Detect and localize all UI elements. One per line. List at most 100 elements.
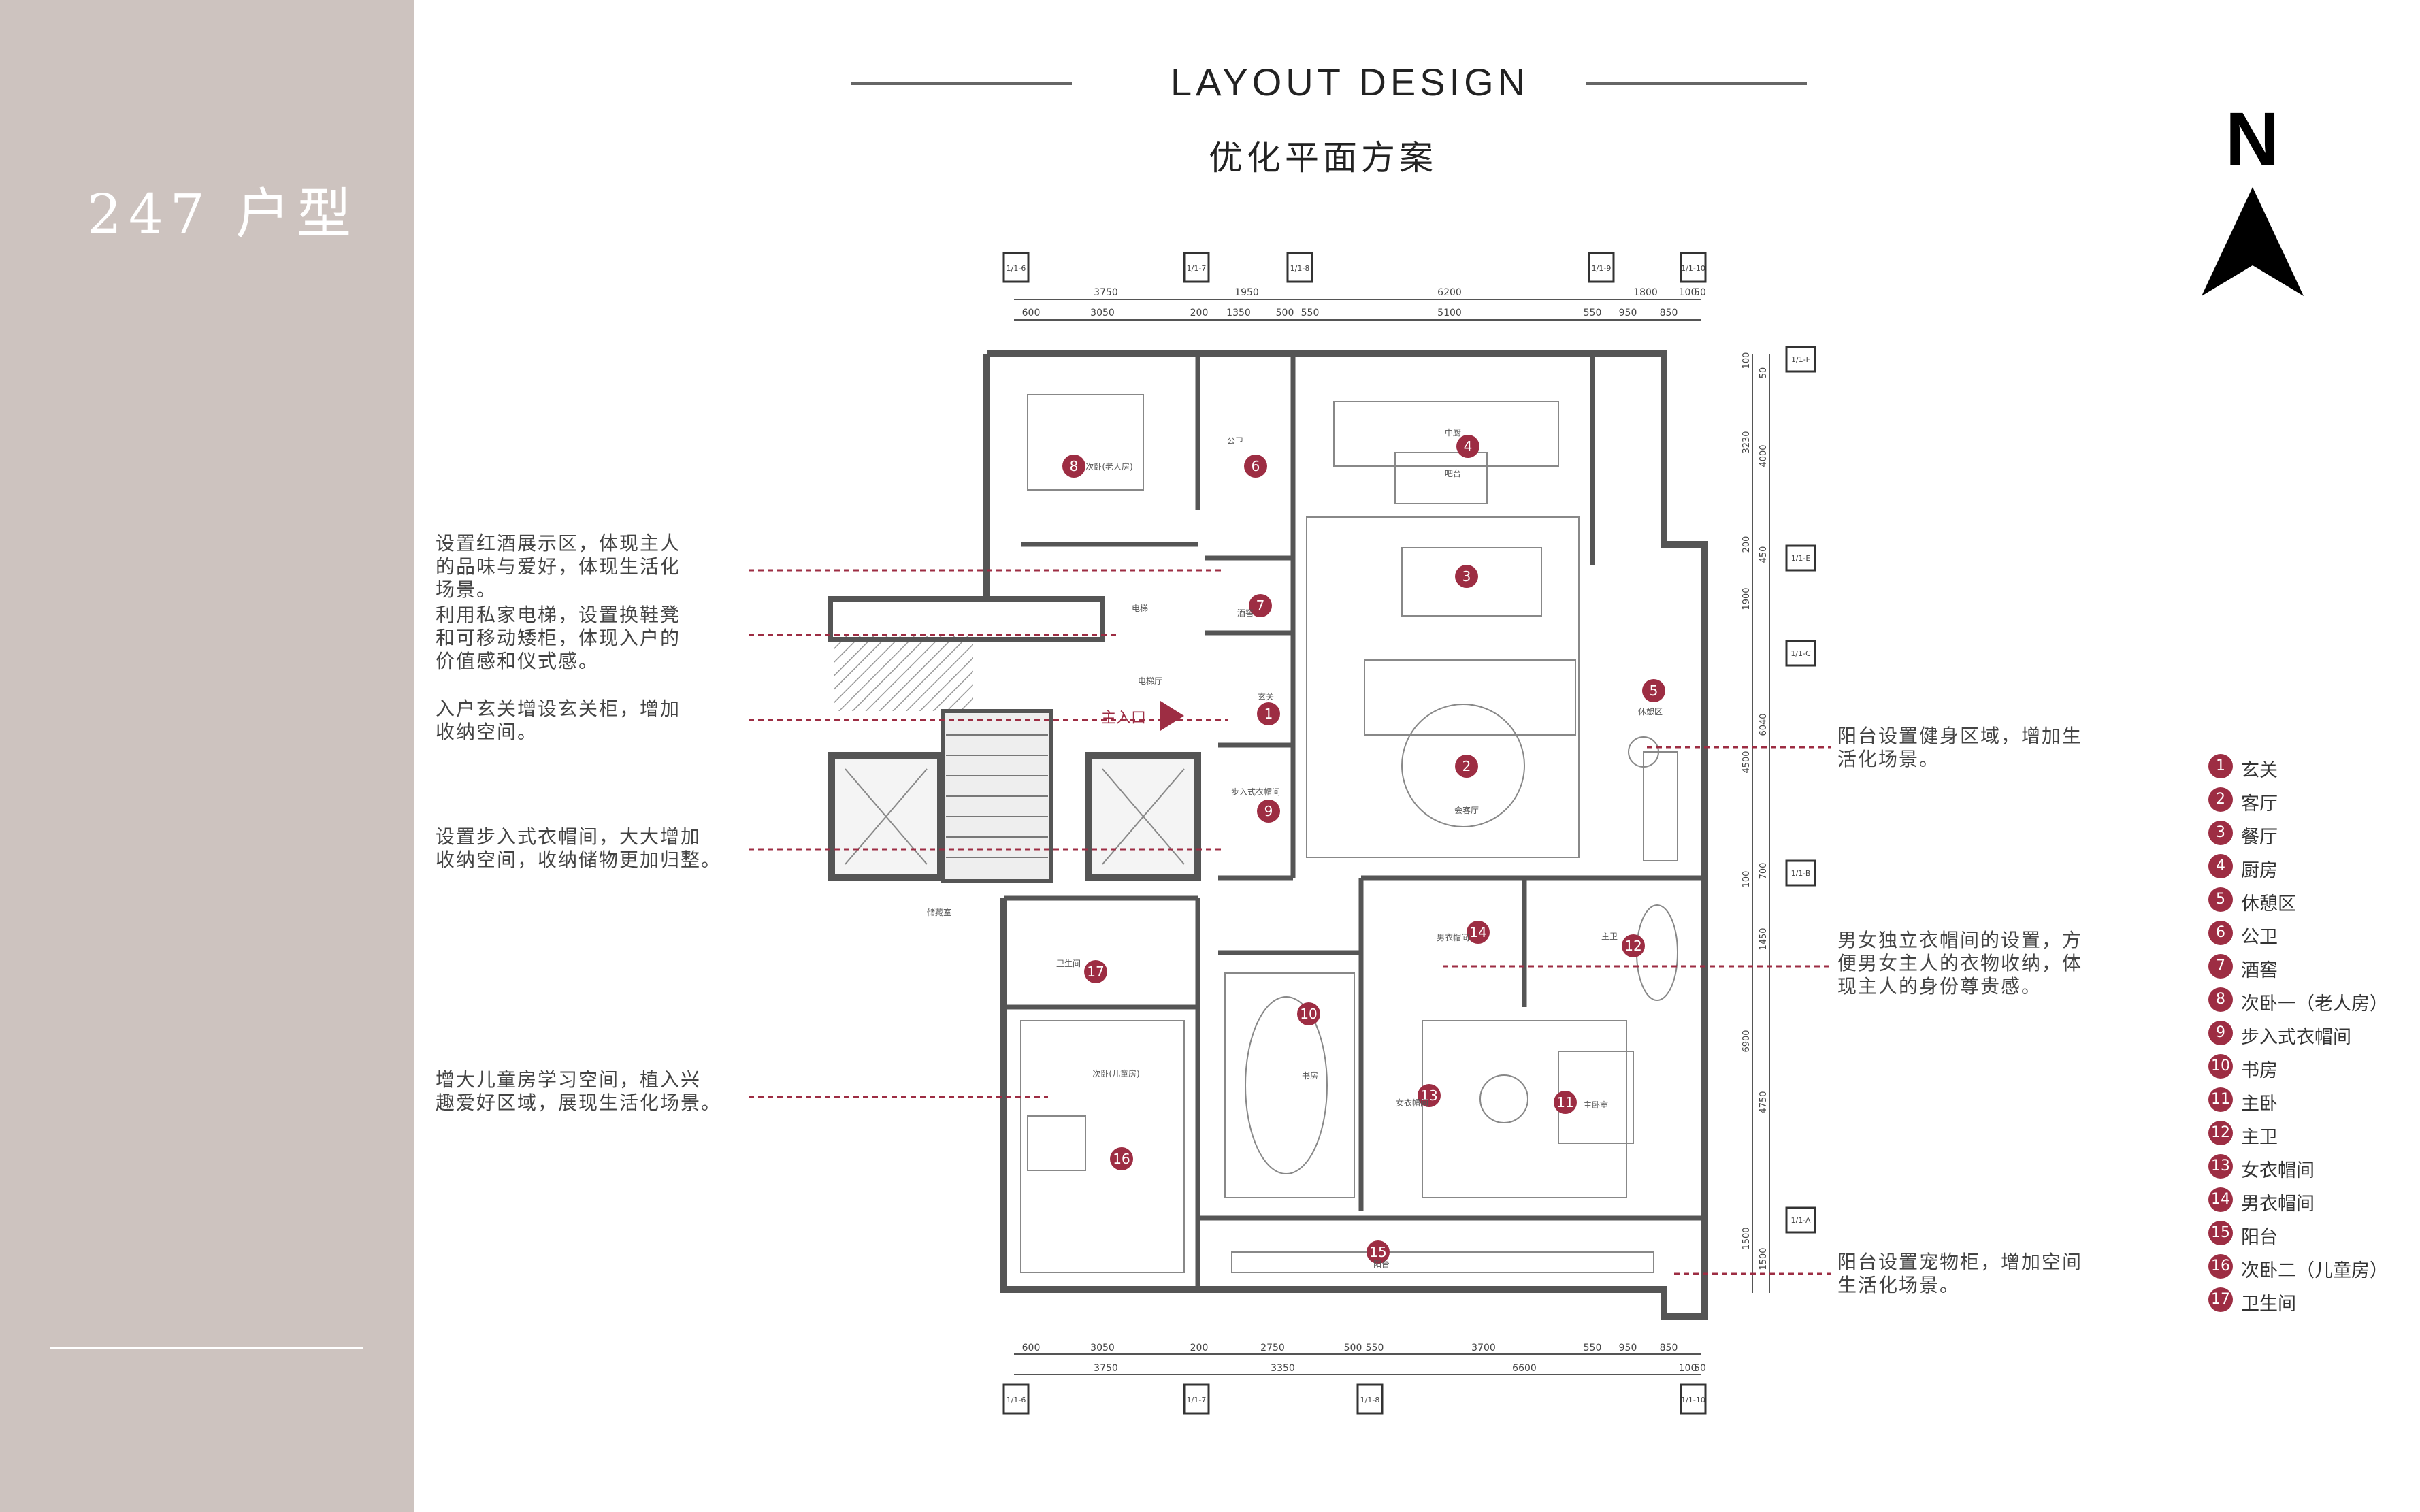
legend-label: 次卧一（老人房） bbox=[2241, 993, 2388, 1015]
svg-text:7: 7 bbox=[1256, 597, 1265, 614]
dimension-label: 4500 bbox=[1742, 751, 1752, 773]
legend-label: 客厅 bbox=[2241, 793, 2278, 815]
page-title: LAYOUT DESIGN bbox=[1171, 61, 1530, 103]
legend-number: 8 bbox=[2208, 987, 2233, 1012]
axis-label: 1/1-C bbox=[1791, 649, 1811, 658]
note-walkin-closet: 设置步入式衣帽间，大大增加 收纳空间，收纳储物更加归整。 bbox=[436, 825, 722, 871]
elevator-lobby-wall bbox=[828, 596, 1105, 642]
dimension-label: 200 bbox=[1190, 1343, 1209, 1353]
svg-text:女衣帽间: 女衣帽间 bbox=[1396, 1098, 1428, 1108]
legend-number: 17 bbox=[2208, 1287, 2233, 1312]
sidebar-panel: 247 户型 bbox=[0, 0, 414, 1512]
svg-text:主卧室: 主卧室 bbox=[1584, 1100, 1608, 1110]
svg-text:次卧(儿童房): 次卧(儿童房) bbox=[1092, 1068, 1139, 1079]
sidebar-divider bbox=[50, 1347, 363, 1349]
axis-label: 1/1-A bbox=[1791, 1216, 1811, 1225]
dimension-label: 550 bbox=[1584, 1343, 1602, 1353]
header-rule-left bbox=[851, 82, 1072, 85]
legend-label: 阳台 bbox=[2241, 1227, 2278, 1248]
dimension-label: 850 bbox=[1660, 308, 1678, 318]
entry-label: 主入口 bbox=[1101, 710, 1146, 727]
room-markers: 1 2 3 4 5 6 7 8 9 10 11 12 13 14 15 16 1… bbox=[1062, 435, 1665, 1264]
dimension-label: 100 bbox=[1742, 352, 1752, 369]
legend-label: 男衣帽间 bbox=[2241, 1194, 2315, 1215]
dimension-lines-top bbox=[1014, 299, 1701, 321]
dimension-label: 200 bbox=[1742, 536, 1752, 553]
note-private-elevator: 利用私家电梯，设置换鞋凳 和可移动矮柜，体现入户的 价值感和仪式感。 bbox=[436, 604, 681, 672]
legend-label: 卫生间 bbox=[2241, 1294, 2296, 1315]
room-marker-3: 3 bbox=[1455, 565, 1478, 588]
legend-number: 10 bbox=[2208, 1054, 2233, 1079]
room-marker-1: 1 bbox=[1257, 702, 1280, 725]
dimension-label: 100 bbox=[1679, 1363, 1697, 1374]
room-marker-8: 8 bbox=[1062, 455, 1085, 478]
legend-label: 酒窖 bbox=[2241, 960, 2278, 981]
note-kids-room: 增大儿童房学习空间，植入兴 趣爱好区域，展现生活化场景。 bbox=[436, 1068, 722, 1114]
svg-text:阳台: 阳台 bbox=[1373, 1259, 1390, 1269]
svg-text:中厨: 中厨 bbox=[1445, 427, 1461, 438]
legend-label: 餐厅 bbox=[2241, 827, 2278, 848]
note-wine-display: 设置红酒展示区，体现主人 的品味与爱好，体现生活化 场景。 bbox=[436, 532, 681, 601]
dimension-lines-bottom bbox=[1014, 1353, 1701, 1375]
north-arrow-icon bbox=[2202, 187, 2304, 296]
legend-number: 13 bbox=[2208, 1154, 2233, 1179]
header-rule-right bbox=[1586, 82, 1807, 85]
exterior-walls bbox=[983, 350, 1708, 1320]
dimension-label: 550 bbox=[1301, 308, 1320, 318]
furniture bbox=[1020, 394, 1678, 1273]
stair-treads bbox=[946, 734, 1048, 858]
room-marker-14: 14 bbox=[1467, 921, 1490, 944]
legend-number: 5 bbox=[2208, 887, 2233, 912]
svg-text:15: 15 bbox=[1369, 1244, 1386, 1260]
legend-label: 主卧 bbox=[2241, 1094, 2278, 1115]
svg-text:休憩区: 休憩区 bbox=[1638, 706, 1663, 717]
dimension-label: 1500 bbox=[1742, 1227, 1752, 1249]
dimension-label: 6040 bbox=[1759, 713, 1769, 736]
svg-text:次卧(老人房): 次卧(老人房) bbox=[1085, 461, 1132, 472]
svg-text:公卫: 公卫 bbox=[1227, 436, 1243, 446]
note-balcony-fitness: 阳台设置健身区域，增加生 活化场景。 bbox=[1837, 725, 2083, 770]
room-marker-12: 12 bbox=[1622, 934, 1645, 957]
legend-item: 2 客厅 bbox=[2208, 787, 2413, 821]
svg-text:12: 12 bbox=[1624, 938, 1641, 954]
svg-text:3: 3 bbox=[1462, 568, 1471, 585]
dimension-label: 3050 bbox=[1090, 308, 1115, 318]
dimension-label: 1350 bbox=[1226, 308, 1251, 318]
note-foyer-cabinet: 入户玄关增设玄关柜，增加 收纳空间。 bbox=[436, 697, 681, 743]
legend-number: 4 bbox=[2208, 854, 2233, 878]
dimension-label: 850 bbox=[1660, 1343, 1678, 1353]
legend-number: 2 bbox=[2208, 787, 2233, 812]
legend-item: 17 卫生间 bbox=[2208, 1287, 2413, 1321]
legend-number: 11 bbox=[2208, 1087, 2233, 1112]
svg-text:5: 5 bbox=[1650, 683, 1658, 699]
legend-number: 3 bbox=[2208, 821, 2233, 845]
svg-text:17: 17 bbox=[1087, 964, 1104, 980]
svg-text:13: 13 bbox=[1420, 1087, 1437, 1104]
dimension-label: 50 bbox=[1694, 1363, 1706, 1374]
corridor-hatch bbox=[834, 636, 973, 711]
axis-label: 1/1-E bbox=[1791, 554, 1811, 563]
legend-label: 次卧二（儿童房） bbox=[2241, 1260, 2388, 1281]
dimension-label: 6900 bbox=[1742, 1030, 1752, 1052]
svg-text:2: 2 bbox=[1462, 758, 1471, 774]
room-marker-10: 10 bbox=[1297, 1002, 1320, 1025]
svg-text:10: 10 bbox=[1300, 1006, 1317, 1022]
axis-label: 1/1-10 bbox=[1681, 1396, 1705, 1404]
dimension-label: 950 bbox=[1619, 1343, 1637, 1353]
room-marker-6: 6 bbox=[1244, 455, 1267, 478]
dimension-label: 950 bbox=[1619, 308, 1637, 318]
legend-label: 公卫 bbox=[2241, 927, 2278, 948]
entry-arrow-icon bbox=[1160, 701, 1184, 731]
legend-item: 3 餐厅 bbox=[2208, 821, 2413, 854]
svg-text:会客厅: 会客厅 bbox=[1454, 805, 1479, 815]
axis-markers bbox=[1002, 252, 1816, 1415]
legend-label: 女衣帽间 bbox=[2241, 1160, 2315, 1181]
room-marker-9: 9 bbox=[1257, 800, 1280, 823]
legend-number: 6 bbox=[2208, 921, 2233, 945]
legend-label: 主卫 bbox=[2241, 1127, 2278, 1148]
